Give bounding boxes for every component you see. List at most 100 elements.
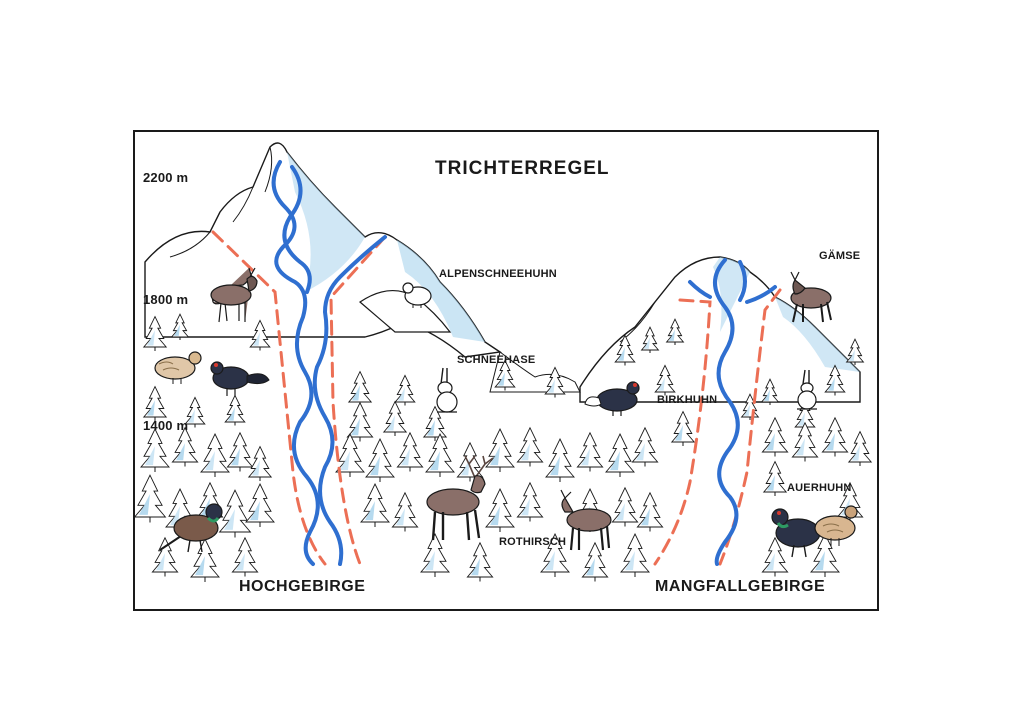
- fir-tree: [231, 536, 259, 577]
- forest: [135, 313, 873, 582]
- rivers: [271, 160, 777, 566]
- chamois-left: [210, 267, 258, 323]
- fir-tree: [151, 536, 179, 577]
- fir-tree: [142, 385, 168, 421]
- fir-tree: [200, 432, 230, 477]
- illustration-frame: TRICHTERREGEL 2200 m 1800 m 1400 m ALPEN…: [133, 130, 879, 611]
- label-birkhuhn: BIRKHUHN: [657, 394, 718, 406]
- fir-tree: [140, 427, 170, 472]
- fir-tree: [218, 489, 252, 538]
- river-right-3: [688, 280, 712, 299]
- red-deer-hind: [560, 489, 612, 551]
- hare-center: [436, 367, 458, 413]
- fir-tree: [761, 536, 789, 577]
- fir-tree: [516, 426, 544, 467]
- fir-tree: [224, 394, 246, 426]
- fir-tree: [611, 486, 639, 527]
- fir-tree: [670, 410, 696, 446]
- fir-tree: [847, 430, 873, 466]
- funnel-left-outer: [211, 230, 327, 566]
- fir-tree: [545, 437, 575, 482]
- altitude-label-1400: 1400 m: [143, 418, 189, 433]
- fir-tree: [631, 426, 659, 467]
- fir-tree: [576, 431, 604, 472]
- region-label-mangfallgebirge: MANGFALLGEBIRGE: [655, 578, 826, 595]
- ptarmigan-white: [402, 282, 432, 308]
- fir-tree: [636, 491, 664, 532]
- chamois-right: [790, 271, 832, 323]
- fir-tree: [247, 445, 273, 481]
- label-alpenschneehuhn: ALPENSCHNEEHUHN: [439, 268, 557, 280]
- fir-tree: [762, 460, 788, 496]
- capercaillie-hen: [814, 505, 858, 546]
- fir-tree: [516, 481, 544, 522]
- fir-tree: [485, 487, 515, 532]
- fir-tree: [249, 319, 271, 351]
- fir-tree: [605, 432, 635, 477]
- fir-tree: [740, 393, 760, 420]
- fir-tree: [620, 532, 650, 577]
- river-left-3: [312, 235, 387, 566]
- fir-tree: [665, 318, 685, 345]
- river-right-1: [713, 258, 740, 566]
- fir-tree: [335, 432, 365, 477]
- altitude-label-1800: 1800 m: [143, 292, 189, 307]
- fir-tree: [760, 378, 780, 405]
- funnel-right-outer: [653, 298, 712, 566]
- fir-tree: [824, 364, 846, 396]
- fir-tree: [425, 432, 455, 477]
- fir-tree: [190, 537, 220, 582]
- fir-tree: [396, 431, 424, 472]
- fir-tree: [494, 359, 516, 391]
- region-label-hochgebirge: HOCHGEBIRGE: [239, 578, 366, 595]
- altitude-label-2200: 2200 m: [143, 170, 189, 185]
- right-mountain: [579, 256, 861, 403]
- fir-tree: [810, 532, 840, 577]
- fir-tree: [135, 474, 167, 523]
- label-auerhuhn: AUERHUHN: [787, 482, 852, 494]
- fir-tree: [346, 401, 374, 442]
- fir-tree: [654, 364, 676, 396]
- capercaillie-left: [159, 503, 223, 553]
- fir-tree: [456, 441, 484, 482]
- fir-tree: [391, 491, 419, 532]
- fir-tree: [360, 482, 390, 527]
- fir-tree: [420, 532, 450, 577]
- river-right-2: [738, 260, 747, 302]
- fir-tree: [581, 541, 609, 582]
- hare-right: [797, 369, 817, 410]
- label-rothirsch: ROTHIRSCH: [499, 536, 567, 548]
- fir-tree: [365, 437, 395, 482]
- fir-tree: [142, 315, 168, 351]
- fir-tree: [382, 400, 408, 436]
- label-gaemse: GÄMSE: [819, 250, 861, 262]
- fir-tree: [845, 338, 865, 365]
- fir-tree: [245, 482, 275, 527]
- fir-tree: [791, 421, 819, 462]
- fir-tree: [184, 396, 206, 428]
- fir-tree: [394, 374, 416, 406]
- fir-tree: [170, 313, 190, 340]
- river-left-2: [282, 165, 312, 294]
- black-grouse-center: [584, 381, 640, 416]
- fir-tree: [614, 334, 636, 366]
- fir-tree: [485, 427, 515, 472]
- diagram-title: TRICHTERREGEL: [435, 158, 610, 179]
- fir-tree: [821, 416, 849, 457]
- river-right-4: [745, 285, 777, 304]
- fir-tree: [761, 416, 789, 457]
- fir-tree: [422, 405, 448, 441]
- fir-tree: [466, 541, 494, 582]
- fir-tree: [544, 366, 566, 398]
- fir-tree: [640, 326, 660, 353]
- fir-tree: [226, 431, 254, 472]
- river-left-1: [271, 160, 320, 566]
- label-schneehase: SCHNEEHASE: [457, 354, 536, 366]
- ptarmigan-brown-left: [154, 351, 202, 384]
- fir-tree: [347, 370, 373, 406]
- red-deer-stag: [426, 455, 494, 541]
- fir-tree: [540, 532, 570, 577]
- black-grouse-left: [210, 361, 270, 396]
- funnel-rule-scene: [135, 142, 873, 582]
- fir-tree: [171, 426, 199, 467]
